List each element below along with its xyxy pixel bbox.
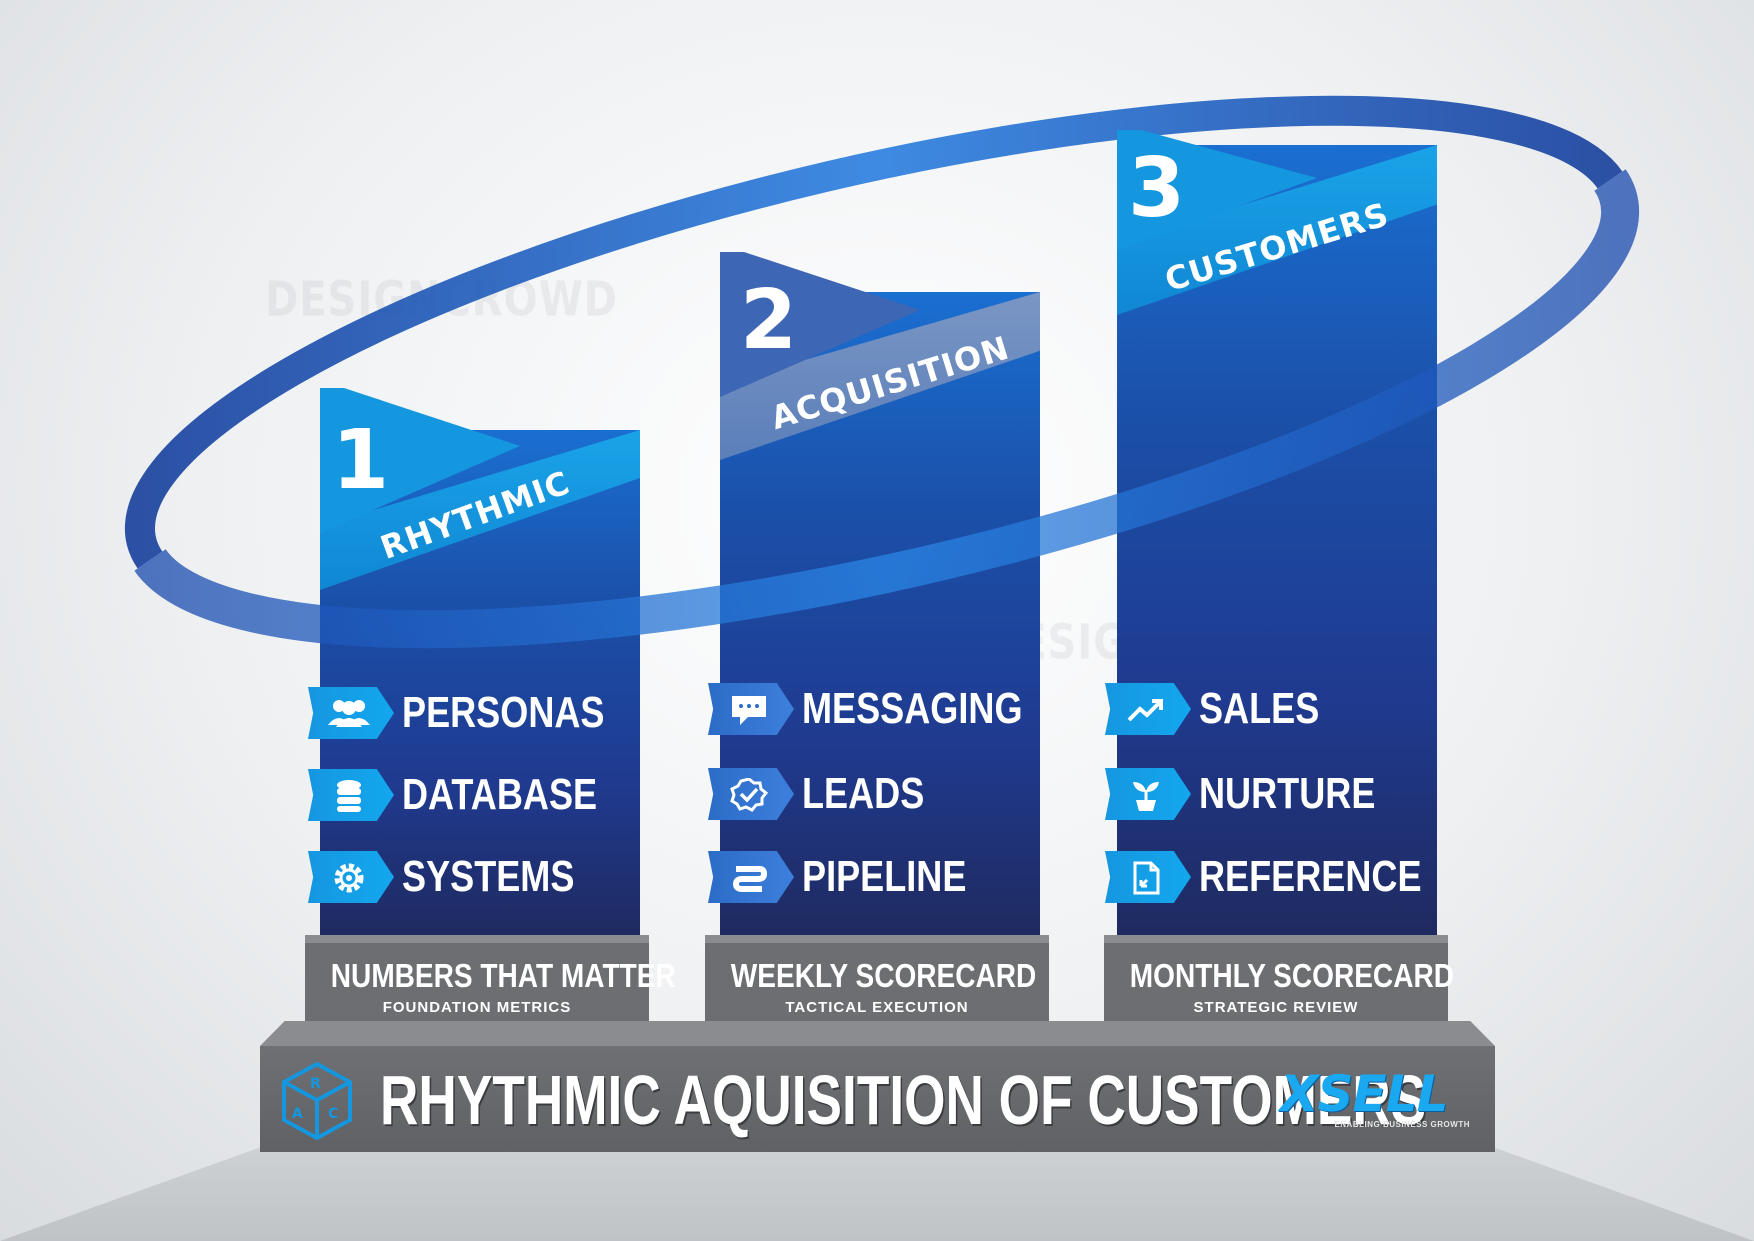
base-subtitle: TACTICAL EXECUTION — [785, 999, 969, 1016]
tag — [308, 851, 394, 903]
base-title: WEEKLY SCORECARD — [730, 957, 1037, 994]
tag — [708, 683, 794, 735]
people-icon — [328, 700, 370, 727]
item-label: PERSONAS — [402, 688, 605, 737]
xsell-tagline: ENABLING BUSINESS GROWTH — [1334, 1120, 1470, 1129]
list-item: PERSONAS — [308, 684, 649, 742]
xsell-logo-text: XSELL — [1280, 1065, 1448, 1123]
floor — [0, 1140, 1754, 1241]
item-label: REFERENCE — [1199, 852, 1422, 901]
xsell-logo: XSELL ENABLING BUSINESS GROWTH — [1280, 1068, 1480, 1138]
pillar-2-number: 2 — [740, 273, 798, 368]
rac-letter-c: C — [328, 1106, 338, 1122]
rac-letter-a: A — [292, 1106, 303, 1122]
rac-letter-r: R — [310, 1076, 321, 1092]
item-label: LEADS — [802, 769, 925, 818]
banner: R A C RHYTHMIC AQUISITION OF CUSTOMERS X… — [260, 1046, 1495, 1152]
tag — [1105, 768, 1191, 820]
chat-bubble-icon — [732, 696, 766, 725]
tag — [308, 687, 394, 739]
rac-cube-logo: R A C — [282, 1061, 352, 1140]
pillar-1-number: 1 — [332, 413, 390, 508]
banner-title: RHYTHMIC AQUISITION OF CUSTOMERS — [380, 1061, 1427, 1139]
tag — [308, 769, 394, 821]
list-item: SYSTEMS — [308, 848, 612, 906]
verified-badge-icon — [730, 778, 769, 812]
pillar-3-number: 3 — [1128, 141, 1186, 236]
pipeline-icon — [732, 866, 768, 892]
tag — [1105, 851, 1191, 903]
base-subtitle: STRATEGIC REVIEW — [1193, 999, 1359, 1016]
gear-icon — [334, 863, 364, 893]
tag — [708, 851, 794, 903]
trend-up-icon — [1127, 699, 1163, 722]
base-subtitle: FOUNDATION METRICS — [382, 999, 572, 1016]
list-item: MESSAGING — [708, 680, 1071, 738]
item-label: SYSTEMS — [402, 852, 575, 901]
base-title: MONTHLY SCORECARD — [1129, 957, 1454, 994]
base-2: WEEKLY SCORECARD TACTICAL EXECUTION — [705, 935, 1049, 1021]
base-title: NUMBERS THAT MATTER — [330, 957, 676, 994]
item-label: SALES — [1199, 684, 1320, 733]
tag — [1105, 683, 1191, 735]
base-1: NUMBERS THAT MATTER FOUNDATION METRICS — [305, 935, 676, 1021]
item-label: MESSAGING — [802, 684, 1023, 733]
list-item: REFERENCE — [1105, 848, 1470, 906]
database-icon — [337, 780, 361, 812]
list-item: PIPELINE — [708, 848, 1003, 906]
item-label: NURTURE — [1199, 769, 1376, 818]
base-3: MONTHLY SCORECARD STRATEGIC REVIEW — [1104, 935, 1454, 1021]
item-label: PIPELINE — [802, 852, 967, 901]
sprout-icon — [1133, 782, 1159, 811]
tag — [708, 768, 794, 820]
platform-top — [260, 1021, 1495, 1046]
item-label: DATABASE — [402, 770, 598, 819]
list-item: NURTURE — [1105, 765, 1414, 823]
list-item: SALES — [1105, 680, 1346, 738]
list-item: DATABASE — [308, 766, 640, 824]
list-item: LEADS — [708, 765, 951, 823]
document-icon — [1133, 861, 1160, 895]
